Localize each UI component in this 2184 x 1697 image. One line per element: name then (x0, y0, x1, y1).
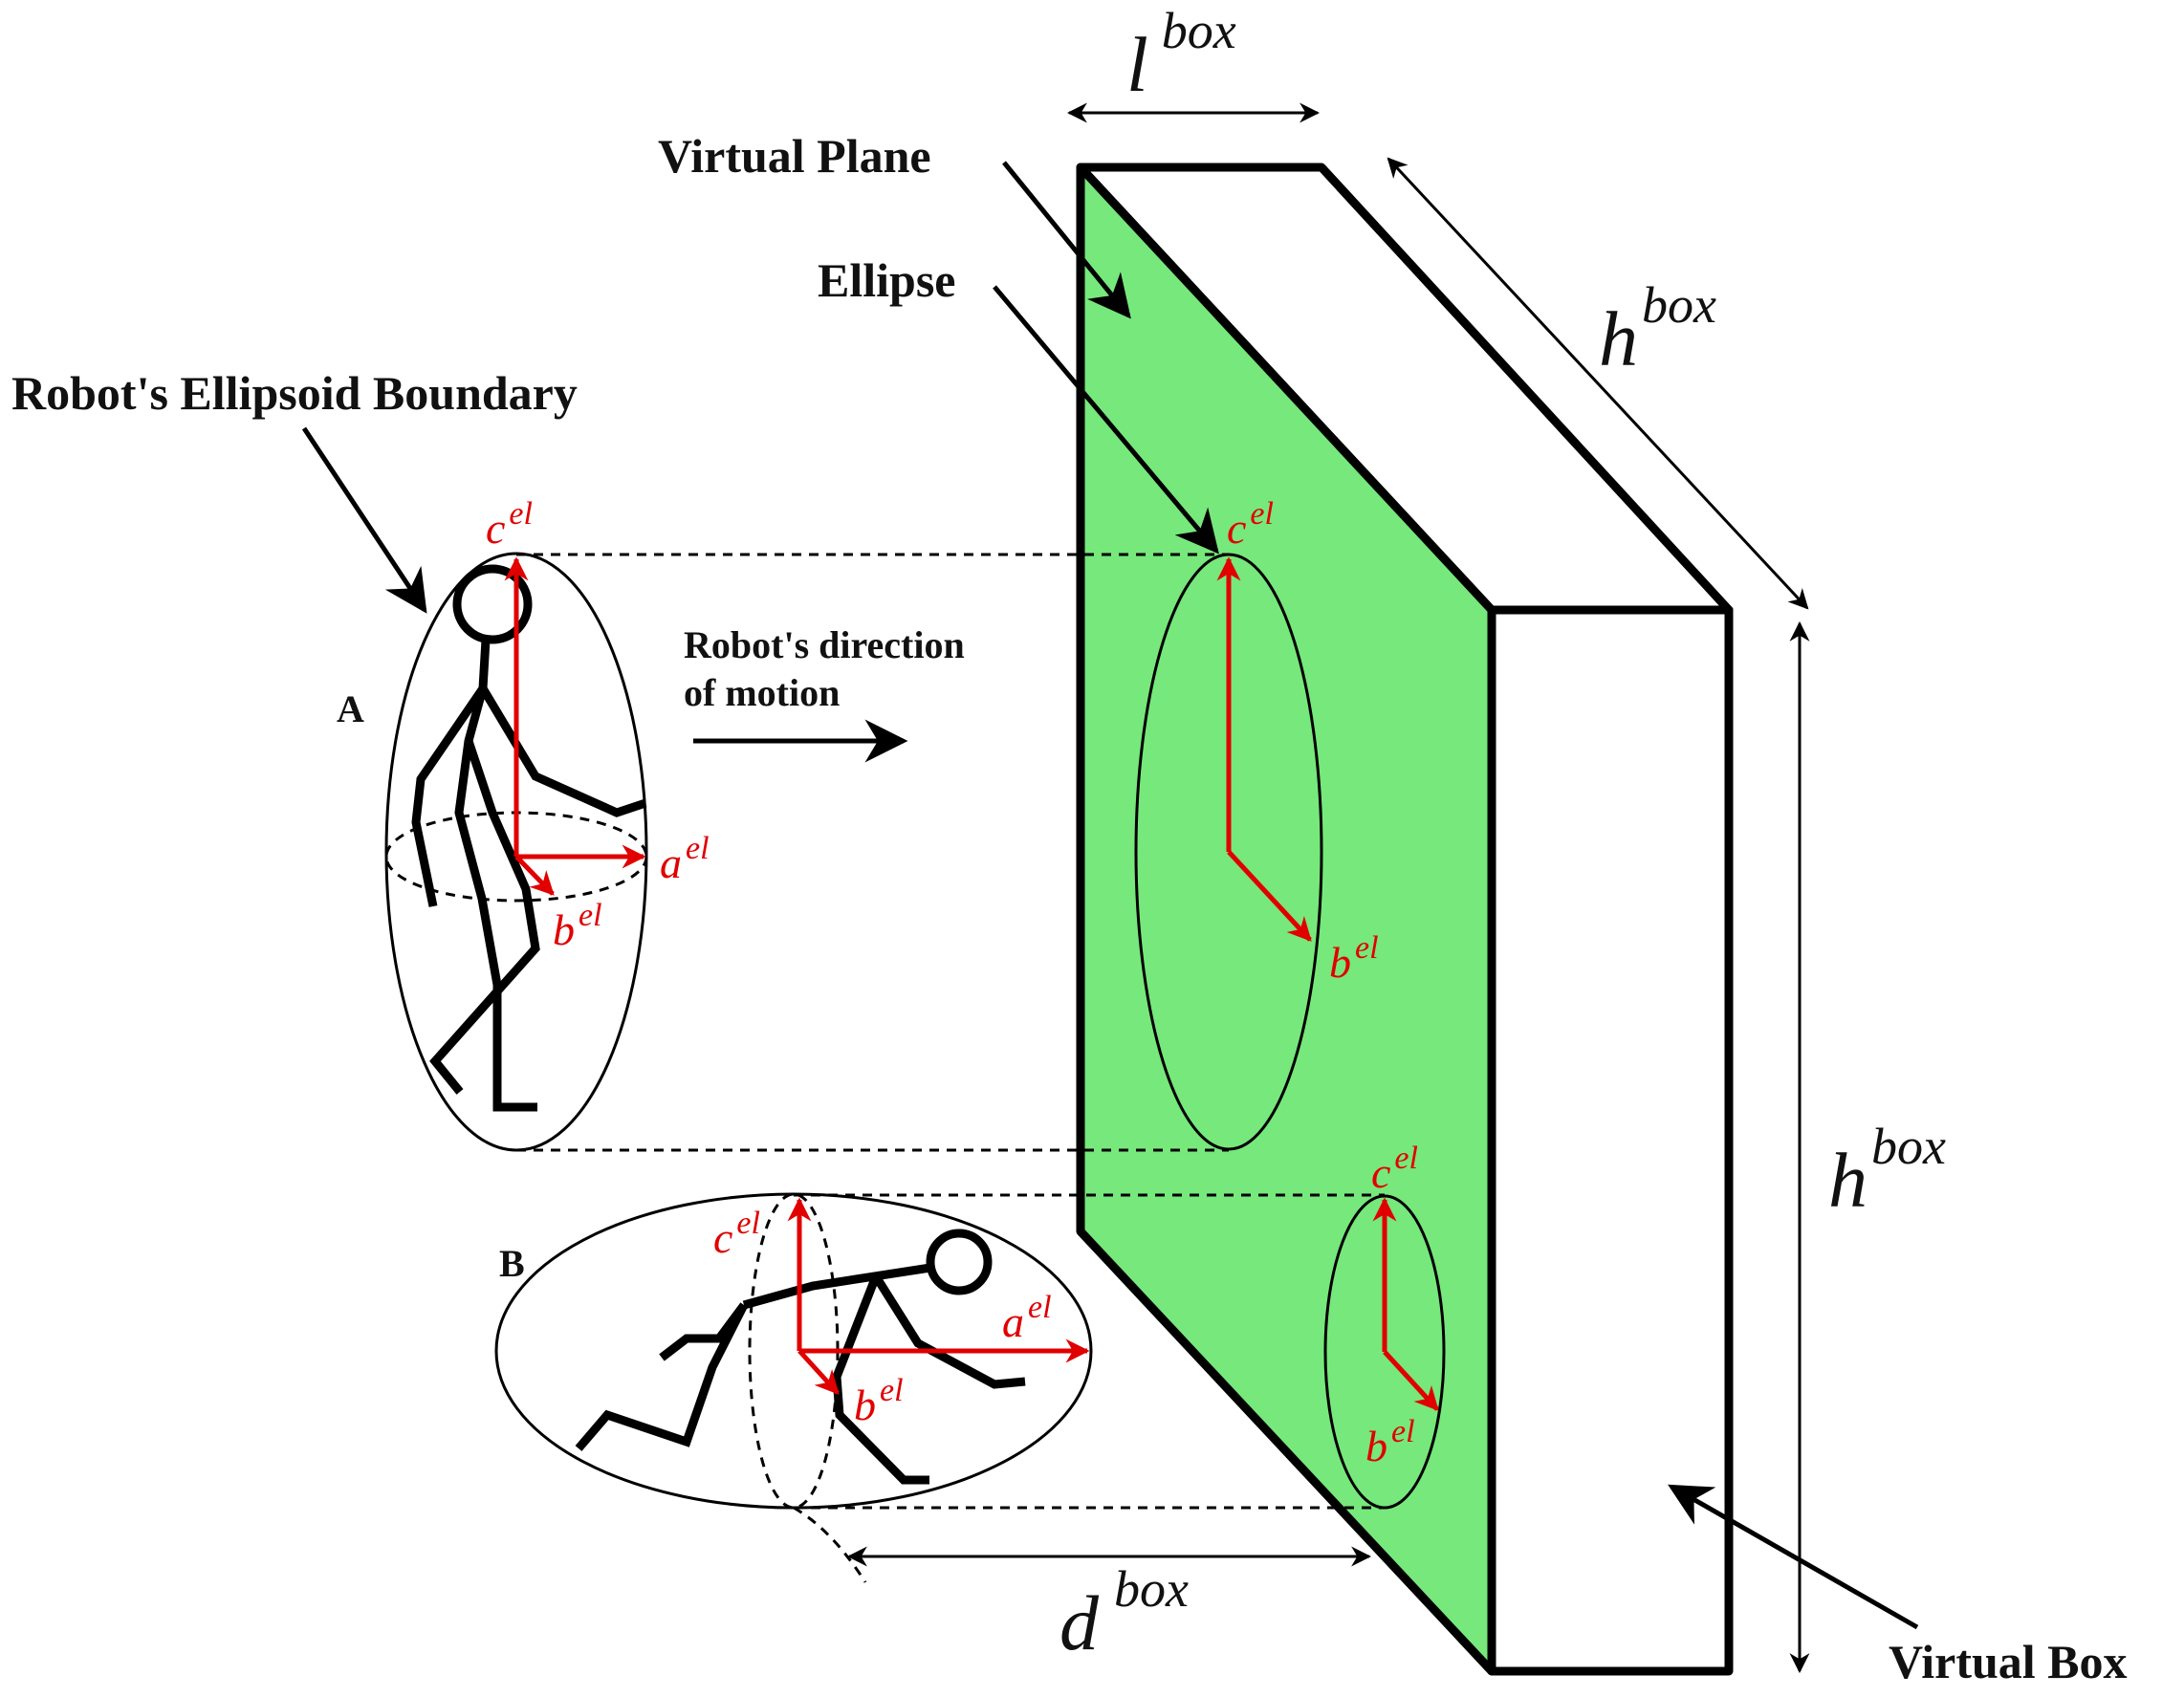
pointer-ellipsoid-boundary (301, 426, 427, 614)
label-virtual-box: Virtual Box (1889, 1635, 2128, 1688)
label-pose-a: A (337, 687, 364, 730)
label-ellipse: Ellipse (818, 253, 955, 307)
plane-ellipse-lower (1323, 1194, 1446, 1510)
pointer-arrows (301, 161, 1919, 1630)
robot-a-stick-figure (411, 564, 647, 1112)
label-direction-line2: of motion (684, 671, 840, 714)
label-direction-line1: Robot's direction (684, 623, 965, 666)
dim-label-h-height: hbox (1828, 1118, 1946, 1224)
label-virtual-plane: Virtual Plane (658, 129, 931, 183)
dimension-arrows (846, 102, 1810, 1674)
pointer-virtual-plane (1002, 161, 1131, 319)
box-front-face (1487, 605, 1734, 1676)
label-robots-ellipsoid-boundary: Robot's Ellipsoid Boundary (11, 366, 578, 420)
pointer-ellipse (993, 285, 1219, 555)
robot-b (494, 1192, 1093, 1583)
label-pose-b: B (499, 1242, 525, 1285)
plane-ellipse-upper (1134, 553, 1323, 1151)
projection-lines (516, 553, 1385, 1510)
dim-arrow-h-depth (1387, 157, 1809, 610)
robot-b-stick-figure (575, 1229, 1026, 1485)
dim-label-h-depth: hbox (1599, 276, 1716, 382)
robot-a (384, 552, 648, 1152)
